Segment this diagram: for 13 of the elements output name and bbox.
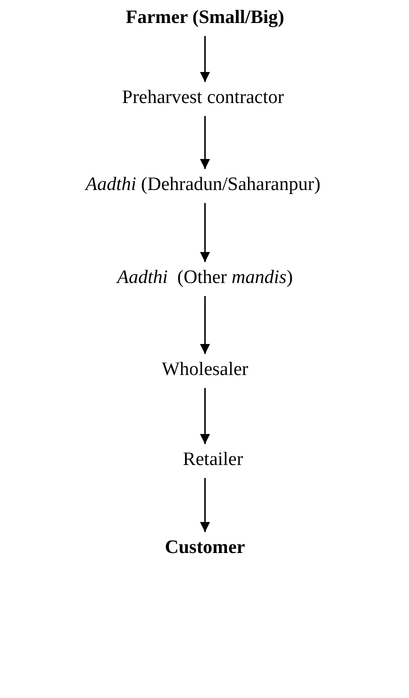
arrow [200,388,210,444]
flow-step: Aadthi (Other mandis) [117,266,293,290]
arrow [200,36,210,82]
arrow [200,296,210,354]
arrow [200,478,210,532]
arrow [200,203,210,262]
arrow [200,116,210,169]
flow-step: Retailer [182,448,244,472]
flow-step: Wholesaler [162,358,248,382]
flow-step: Aadthi (Dehradun/Saharanpur) [86,173,320,197]
flow-step: Preharvest contractor [122,86,284,110]
flow-step: Customer [164,536,246,560]
flow-step: Farmer (Small/Big) [126,6,284,30]
